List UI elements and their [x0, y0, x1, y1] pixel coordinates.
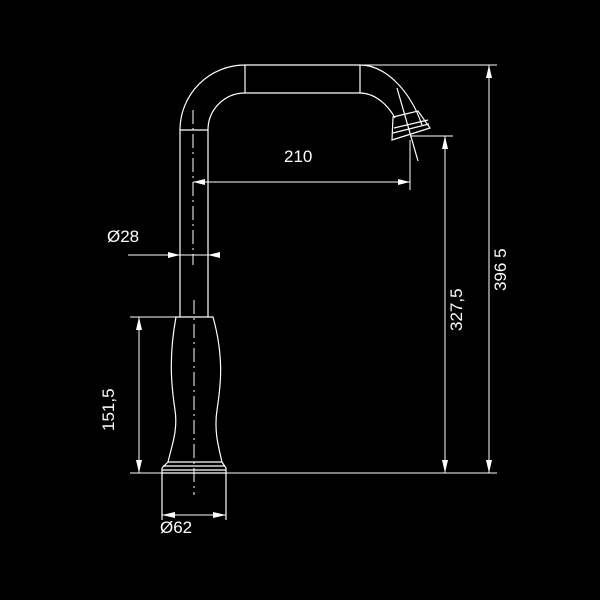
dim-outlet-height: 327,5 — [447, 288, 466, 331]
dim-total-height: 396 5 — [491, 248, 510, 291]
dim-base-diameter: Ø62 — [160, 518, 192, 537]
dim-pipe-diameter: Ø28 — [107, 227, 139, 246]
dim-spout-reach: 210 — [284, 147, 312, 166]
dim-body-height: 151,5 — [99, 388, 118, 431]
faucet-outline — [161, 64, 431, 520]
dimension-lines — [128, 64, 497, 518]
